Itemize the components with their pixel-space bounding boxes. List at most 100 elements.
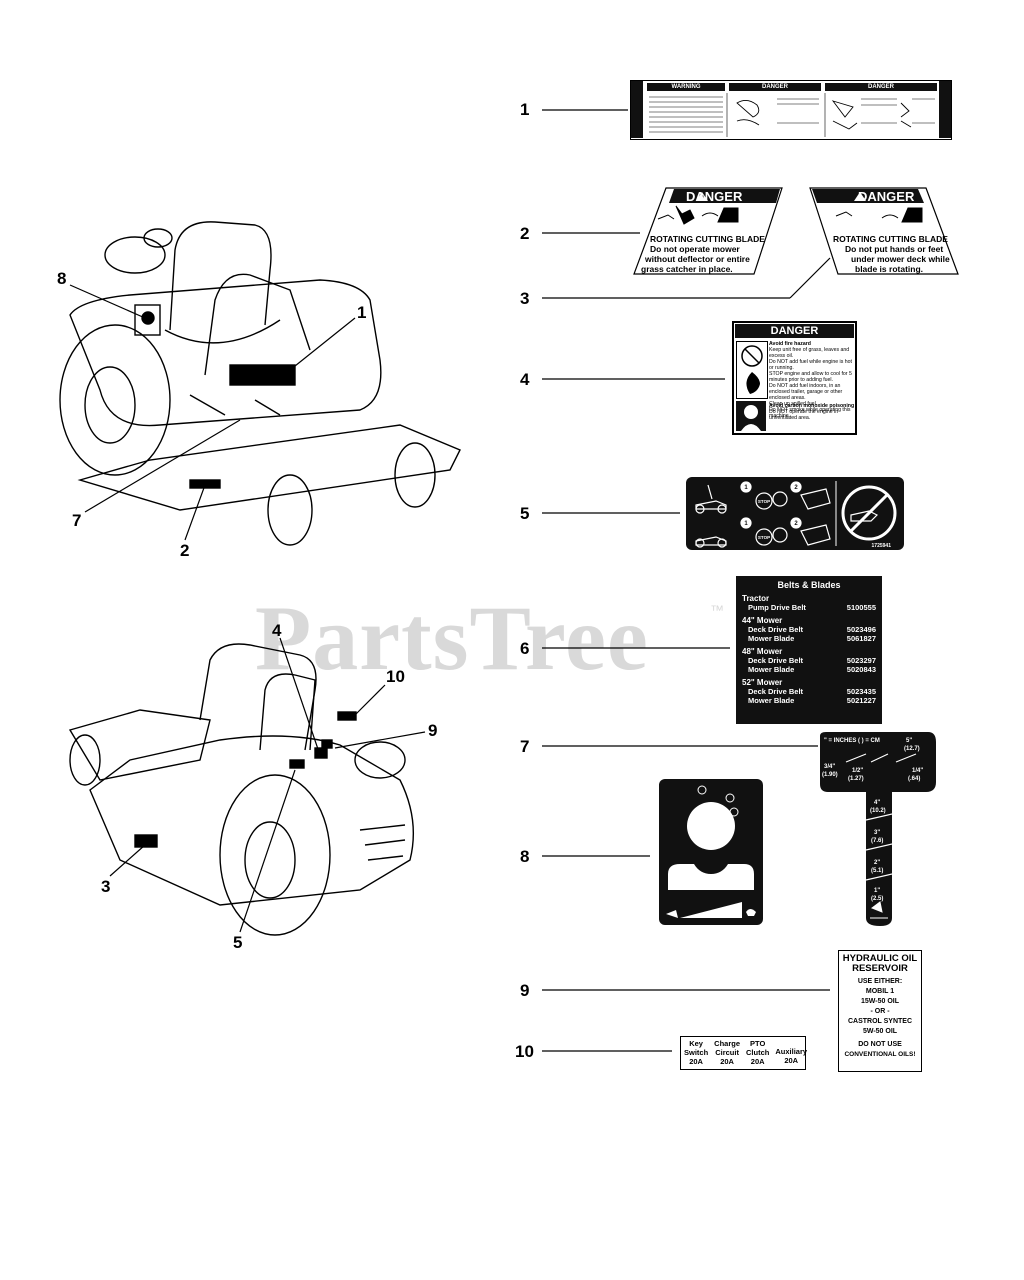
decal-9-line: 5W-50 OIL	[862, 1028, 898, 1035]
decal-4-fire-item: Do NOT add fuel while engine is hot or r…	[769, 359, 852, 371]
decal-10-l1: Key	[689, 1039, 703, 1048]
decal-1-fine-print	[649, 93, 935, 137]
decal-2-line2: Do not operate mower	[650, 244, 740, 254]
decal-6-pn: 5021227	[846, 696, 876, 705]
decal-7-mark-cm: (7.6)	[871, 838, 883, 844]
callout-8: 8	[520, 847, 530, 866]
decal-9-line: DO NOT USE	[858, 1041, 902, 1048]
decal-7-mark-cm: (10.2)	[870, 808, 886, 814]
decal-6-section-name: Tractor	[742, 594, 770, 603]
decal-6-title: Belts & Blades	[777, 580, 841, 590]
decal-4-fire-item: STOP engine and allow to cool for 5 minu…	[769, 371, 852, 383]
decal-5-stop-bottom: STOP	[758, 535, 770, 540]
decal-4-danger-fire: DANGER Avoid fire hazard Keep unit free …	[732, 321, 857, 435]
callout-9-mower: 9	[428, 721, 438, 740]
decal-1-danger-header-b: DANGER	[825, 83, 937, 91]
decal-9-hydraulic-oil: HYDRAULIC OIL RESERVOIR USE EITHER: MOBI…	[838, 950, 922, 1072]
decal-6-item: Mower Blade	[748, 665, 795, 674]
decal-4-fire-title: Avoid fire hazard	[769, 341, 811, 347]
callout-7: 7	[520, 737, 530, 756]
callout-2-mower: 2	[180, 541, 190, 560]
callout-8-mower: 8	[57, 269, 67, 288]
decal-9-line: CASTROL SYNTEC	[847, 1018, 913, 1025]
callout-4: 4	[520, 370, 530, 389]
decal-4-co-text: Avoid carbon monoxide poisoning Do NOT o…	[769, 403, 855, 421]
decal-7-mark-cm: (1.90)	[822, 772, 838, 778]
decal-5-part-number: 1725941	[872, 543, 892, 549]
decal-10-l2: Circuit	[715, 1048, 739, 1057]
decal-3-line3: under mower deck while	[851, 254, 950, 264]
decal-7-mark-cm: (1.27)	[848, 776, 864, 782]
decal-7-mark-in: 2"	[874, 860, 880, 866]
watermark-brand: PartsTree	[255, 587, 649, 689]
callout-7-mower: 7	[72, 511, 82, 530]
mower-rear-view	[68, 643, 414, 936]
decal-5-step1-bottom: 1	[744, 521, 748, 527]
decal-5-step2-bottom: 2	[794, 521, 798, 527]
decal-10-l2: Auxiliary	[775, 1047, 808, 1056]
decal-7-mark-cm: (5.1)	[871, 868, 883, 874]
decal-3-header: DANGER	[858, 189, 915, 204]
svg-text:!: !	[702, 196, 704, 202]
decal-10-l3: 20A	[784, 1056, 799, 1065]
decal-9-line: MOBIL 1	[865, 988, 895, 995]
decal-4-fire-item: Clean up spilled fuel.	[769, 401, 818, 407]
decal-4-fire-item: Keep unit free of grass, leaves and exce…	[769, 347, 850, 359]
decal-9-line: RESERVOIR	[852, 963, 908, 974]
decal-6-section-name: 44" Mower	[742, 616, 783, 625]
callout-6: 6	[520, 639, 530, 658]
callout-1: 1	[520, 100, 530, 119]
decal-4-fire-icon	[736, 341, 768, 399]
decal-10-l2: Switch	[684, 1048, 709, 1057]
decal-4-fire-text: Avoid fire hazard Keep unit free of gras…	[769, 341, 855, 419]
decal-3-line2: Do not put hands or feet	[845, 244, 944, 254]
decal-3-danger	[809, 187, 959, 275]
mower-front-view	[59, 221, 461, 546]
decal-6-pn: 5023435	[846, 687, 876, 696]
decal-6-item: Mower Blade	[748, 634, 795, 643]
decal-5-step2-top: 2	[794, 485, 798, 491]
decal-6-pn: 5023297	[846, 656, 876, 665]
decal-3-line1: ROTATING CUTTING BLADE	[833, 234, 948, 244]
decal-7-mark-cm: (12.7)	[904, 746, 920, 752]
decal-7-mark-in: 3"	[874, 830, 880, 836]
decal-6-item: Pump Drive Belt	[748, 603, 806, 612]
decal-7-mark-in: 5"	[906, 738, 912, 744]
callout-5-mower: 5	[233, 933, 243, 952]
decal-10-l1	[775, 1039, 807, 1047]
decal-9-line: 15W-50 OIL	[861, 998, 899, 1005]
decal-5-step1-top: 1	[744, 485, 748, 491]
decal-10-l3: 20A	[720, 1057, 734, 1066]
decal-9-line: - OR -	[870, 1008, 890, 1015]
decal-7-mark-in: 3/4"	[824, 764, 835, 770]
decal-3-line4: blade is rotating.	[855, 264, 924, 274]
callout-3: 3	[520, 289, 530, 308]
decal-2-line1: ROTATING CUTTING BLADE	[650, 234, 765, 244]
decal-6-pn: 5023496	[846, 625, 876, 634]
decal-4-fire-item: Do NOT add fuel indoors, in an enclosed …	[769, 383, 843, 401]
decal-7-mark-in: 4"	[874, 800, 880, 806]
callout-4-mower: 4	[272, 621, 282, 640]
decal-6-section-name: 48" Mower	[742, 647, 783, 656]
decal-7-mark-in: 1/4"	[912, 768, 923, 774]
callout-10-mower: 10	[386, 667, 405, 686]
decal-9-line: CONVENTIONAL OILS!	[844, 1051, 916, 1058]
decal-4-fire-item: Do NOT smoke while operating this machin…	[769, 407, 851, 419]
decal-10-l1: PTO	[750, 1039, 766, 1048]
callout-3-mower: 3	[101, 877, 111, 896]
decal-5-pictogram: 1 1 2 2 STOP STOP 1725941	[686, 477, 904, 550]
decal-6-item: Deck Drive Belt	[748, 656, 804, 665]
decal-6-pn: 5061827	[846, 634, 876, 643]
decal-2-line4: grass catcher in place.	[641, 264, 733, 274]
decal-9-line: HYDRAULIC OIL	[842, 953, 918, 964]
